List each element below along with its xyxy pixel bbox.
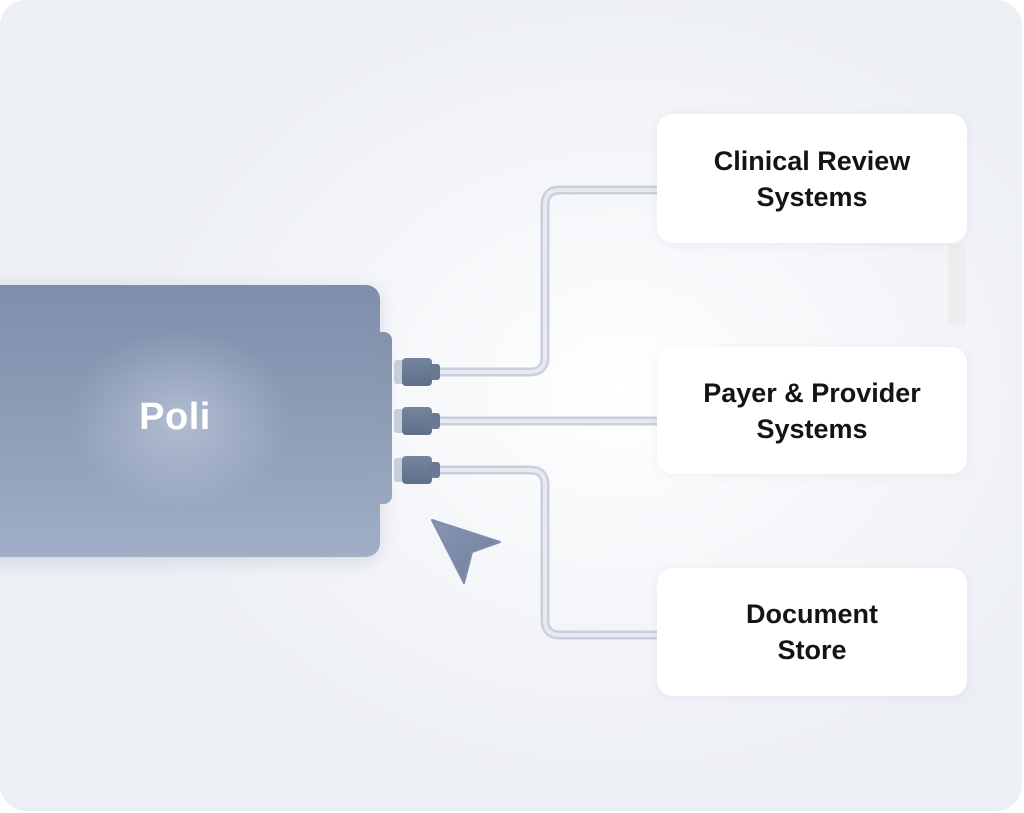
plug-payer-provider [394, 407, 444, 435]
poli-label: Poli [139, 396, 211, 438]
wire-to-clinical-review [435, 185, 665, 377]
node-clinical-review-systems: Clinical Review Systems [657, 114, 967, 243]
device-port-panel [372, 332, 392, 504]
node-document-store: Document Store [657, 568, 967, 696]
node-label-clinical-review: Clinical Review Systems [713, 145, 911, 212]
plug-document-store [394, 456, 444, 484]
plug-clinical-review [394, 358, 444, 386]
node-payer-provider-systems: Payer & Provider Systems [657, 347, 967, 474]
background-accent [948, 245, 966, 325]
node-label-document-store: Document Store [745, 599, 878, 665]
arrow-cursor-icon [431, 519, 501, 584]
node-label-payer-provider: Payer & Provider Systems [703, 377, 921, 444]
